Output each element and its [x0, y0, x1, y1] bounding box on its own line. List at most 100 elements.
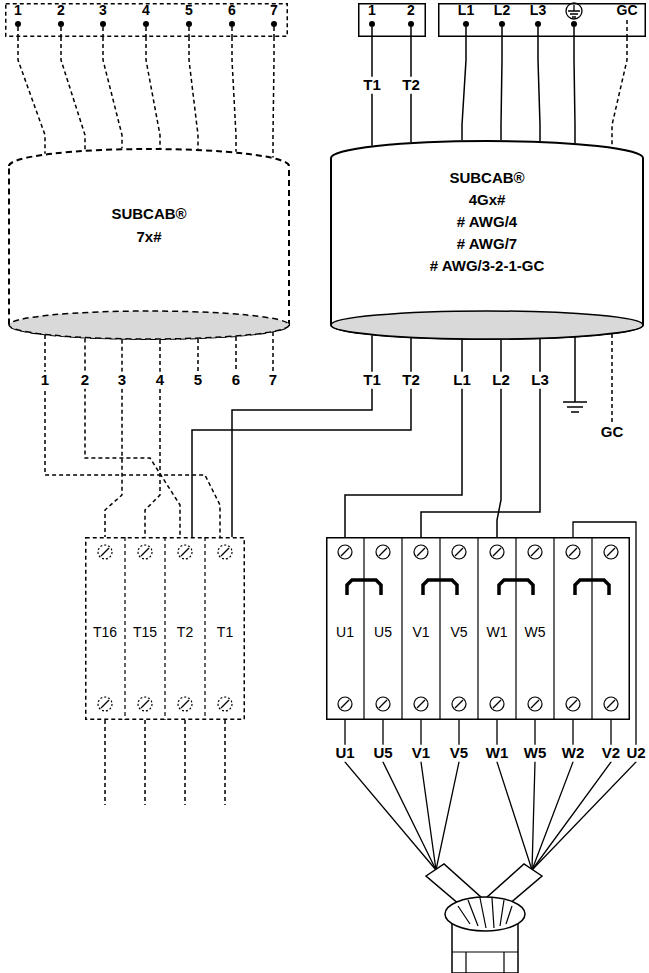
block-divider — [401, 537, 402, 720]
terminal-block: T16T15T2T1 — [85, 537, 245, 720]
screw-slot — [181, 548, 189, 556]
cable-label: # AWG/4 — [457, 214, 517, 231]
screw-slot — [181, 700, 189, 708]
signal-wire — [145, 340, 160, 537]
wire-bundle — [192, 335, 411, 537]
screw-slot — [569, 548, 577, 556]
screw-slot — [379, 548, 387, 556]
block-divider — [164, 537, 165, 720]
wire-label: V1 — [410, 745, 432, 762]
cable-sleeve: SUBCAB® 7x# — [8, 148, 290, 340]
wire-label: V2 — [600, 745, 622, 762]
terminal-label: W1 — [487, 625, 508, 640]
signal-wire — [612, 37, 627, 147]
power-wire — [574, 37, 575, 143]
cable-stubs — [105, 332, 612, 805]
wire-label: T1 — [361, 372, 383, 389]
wire-label: U5 — [371, 745, 394, 762]
pin-number: 4 — [142, 3, 150, 18]
signal-wire — [146, 37, 160, 148]
terminal-screw — [178, 697, 192, 711]
wire-label: L2 — [490, 372, 512, 389]
block-divider — [591, 537, 592, 720]
pin-number: 6 — [228, 3, 236, 18]
screw-slot — [493, 548, 501, 556]
power-wire — [345, 340, 462, 537]
block-outline — [327, 538, 630, 720]
terminal-screw — [98, 545, 112, 559]
terminal-label: T15 — [133, 625, 157, 640]
block-divider — [204, 537, 205, 720]
terminal-screw — [338, 545, 352, 559]
cable-label: 7x# — [136, 229, 161, 246]
motor-leads — [345, 522, 636, 870]
terminal-label: U1 — [336, 625, 354, 640]
block-divider — [363, 537, 364, 720]
terminal-screw — [138, 545, 152, 559]
terminal-screw — [490, 697, 504, 711]
screw-slot — [101, 548, 109, 556]
power-wire — [421, 339, 540, 537]
wire-label: 1 — [39, 372, 51, 389]
wire-label: L1 — [451, 372, 473, 389]
terminal-screw — [338, 697, 352, 711]
wire-label: W2 — [560, 745, 587, 762]
power-wire — [501, 37, 502, 140]
signal-wire — [45, 335, 220, 537]
signal-wire — [189, 37, 198, 149]
cable-label: 4Gx# — [469, 192, 506, 209]
wire-label: GC — [599, 424, 626, 441]
signal-wire — [273, 37, 274, 157]
terminal-screw — [566, 697, 580, 711]
signal-wire — [18, 37, 45, 154]
link-bridge — [499, 580, 533, 595]
screw-slot — [417, 700, 425, 708]
screw-slot — [455, 548, 463, 556]
wire-label: 2 — [79, 372, 91, 389]
terminal-screw — [490, 545, 504, 559]
terminal-label: T16 — [93, 625, 117, 640]
terminal-strip: 12 — [358, 3, 426, 37]
terminal-strip: L1L2L3GC — [438, 3, 646, 37]
cable-label: SUBCAB® — [111, 206, 186, 223]
cable-label: # AWG/7 — [457, 236, 517, 253]
screw-slot — [607, 548, 615, 556]
cable-end — [331, 311, 643, 339]
link-bridge — [423, 580, 457, 595]
pin-number: 1 — [14, 3, 22, 18]
screw-slot — [341, 700, 349, 708]
wire-label: 4 — [154, 372, 166, 389]
wire-label: T2 — [400, 77, 422, 94]
pin-number: 2 — [407, 3, 415, 18]
link-bridge — [575, 580, 609, 595]
pin-number: 5 — [185, 3, 193, 18]
power-wire — [192, 338, 411, 537]
pin-number: 2 — [57, 3, 65, 18]
screw-slot — [101, 700, 109, 708]
node-outline — [326, 537, 630, 720]
power-wire — [497, 340, 501, 537]
signal-wire — [232, 37, 236, 152]
screw-slot — [141, 700, 149, 708]
terminal-dots — [15, 20, 627, 37]
terminal-label: V1 — [412, 625, 429, 640]
ground-symbol — [566, 3, 582, 19]
terminal-block: U1U5V1V5W1W5 — [326, 537, 630, 720]
screw-slot — [221, 700, 229, 708]
wire-label: W5 — [522, 745, 549, 762]
power-wire — [462, 37, 466, 140]
strip-outline — [439, 4, 646, 37]
screw-slot — [141, 548, 149, 556]
wire-label: 3 — [116, 372, 128, 389]
power-wire — [538, 37, 540, 141]
terminal-screw — [452, 697, 466, 711]
terminal-screw — [98, 697, 112, 711]
terminal-screw — [376, 545, 390, 559]
wire-label: 6 — [230, 372, 242, 389]
block-divider — [124, 537, 125, 720]
terminal-label: T2 — [177, 625, 193, 640]
terminal-screw — [414, 545, 428, 559]
cable-outline — [9, 149, 289, 339]
terminal-screw — [528, 697, 542, 711]
power-wire — [232, 335, 372, 537]
